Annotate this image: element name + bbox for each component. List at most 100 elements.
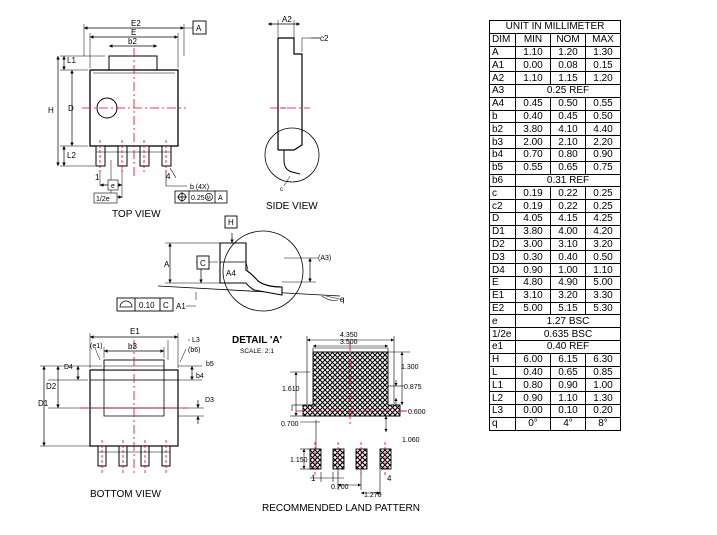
top-view-text: E2 E b2 L1 H D L2 1 4 e 1/2e b (4X) 0.25…	[48, 19, 223, 220]
tolerance-datum: A	[218, 195, 223, 202]
table-cell-nom: 0.80	[550, 147, 586, 162]
table-cell-max: 0.15	[585, 58, 621, 73]
dim-L1: L1	[67, 56, 76, 65]
table-cell-min: 6.00	[515, 352, 551, 367]
table-cell-max: 1.10	[585, 263, 621, 277]
dim-A1: A1	[176, 302, 186, 311]
table-cell-dim: D1	[489, 224, 516, 239]
table-cell-nom: 4°	[550, 416, 586, 431]
bottom-view-title: BOTTOM VIEW	[90, 489, 161, 500]
table-cell-min: 0.55	[515, 160, 551, 175]
table-cell-min: 0°	[515, 416, 551, 431]
dim-e: e	[111, 183, 115, 190]
bottom-view-centerlines	[80, 340, 188, 476]
table-cell-min: 0.90	[515, 263, 551, 277]
header-min: MIN	[515, 32, 551, 47]
table-cell-dim: b4	[489, 147, 516, 162]
table-cell-max: 1.30	[585, 391, 621, 405]
header-max: MAX	[585, 32, 621, 47]
pin-1-label: 1	[95, 173, 100, 182]
land-pad-tab	[302, 351, 401, 417]
top-view-centerlines	[82, 48, 186, 178]
table-cell-min: 4.05	[515, 211, 551, 226]
table-cell-min: 5.00	[515, 301, 551, 316]
table-cell-max: 6.30	[585, 352, 621, 367]
table-cell-dim: e1	[489, 339, 516, 354]
dim-D: D	[68, 104, 74, 113]
table-cell-max: 0.75	[585, 160, 621, 175]
table-cell-min: 0.19	[515, 199, 551, 213]
table-cell-nom: 3.10	[550, 237, 586, 252]
land-pad-3	[355, 448, 368, 470]
datum-c-label: C	[200, 259, 206, 268]
table-cell-nom: 0.22	[550, 186, 586, 201]
table-cell-dim: L2	[489, 391, 516, 405]
detail-a-title: DETAIL 'A'	[232, 335, 282, 346]
dim-half-e: 1/2e	[96, 196, 110, 203]
table-cell-min: 0.70	[515, 147, 551, 162]
land-dim-0875: 0.875	[404, 384, 422, 391]
land-dim-1610: 1.610	[282, 386, 300, 393]
table-cell-min: 0.00	[515, 58, 551, 73]
dim-D1: D1	[38, 399, 49, 408]
land-dim-0700-top: 0.700	[281, 421, 299, 428]
table-cell-dim: e	[489, 314, 516, 329]
table-cell-max: 1.00	[585, 378, 621, 393]
table-cell-min: 1.10	[515, 45, 551, 60]
bottom-view-text: E1 b3 (e1) L3 (b6) b5 b4 D4 D2 D3 D1 BOT…	[38, 327, 214, 500]
dim-q: q	[340, 295, 344, 304]
table-cell-dim: E	[489, 275, 516, 290]
table-cell-max: 8°	[585, 416, 621, 431]
table-cell-min: 0.30	[515, 250, 551, 265]
land-pattern-centerlines	[296, 342, 408, 476]
land-dim-1270: 1.270	[364, 492, 382, 499]
table-cell-min: 0.90	[515, 391, 551, 405]
table-cell-dim: A3	[489, 83, 516, 98]
table-title: UNIT IN MILLIMETER	[489, 20, 621, 34]
table-cell-max: 3.20	[585, 237, 621, 252]
land-pad-2	[332, 448, 345, 470]
datum-a-label: A	[196, 24, 202, 33]
dim-A4: A4	[226, 269, 236, 278]
table-cell-nom: 0.65	[550, 160, 586, 175]
table-cell-dim: D4	[489, 263, 516, 277]
table-cell-dim: b6	[489, 173, 516, 188]
table-cell-nom: 0.45	[550, 109, 586, 124]
table-cell-dim: E1	[489, 288, 516, 303]
land-dim-1060: 1.060	[402, 437, 420, 444]
dim-E2: E2	[131, 19, 141, 28]
flatness-datum: C	[163, 301, 169, 310]
dim-E1: E1	[130, 327, 140, 336]
table-cell-dim: q	[489, 416, 516, 431]
table-cell-max: 0.85	[585, 365, 621, 380]
table-cell-nom: 4.90	[550, 275, 586, 290]
table-cell-nom: 4.10	[550, 122, 586, 137]
dim-A: A	[164, 260, 170, 269]
table-cell-max: 0.50	[585, 109, 621, 124]
land-pad-4	[379, 448, 392, 470]
table-cell-nom: 3.20	[550, 288, 586, 303]
table-cell-max: 0.55	[585, 96, 621, 111]
table-cell-dim: A1	[489, 58, 516, 73]
dim-b3: b3	[128, 342, 137, 351]
table-cell-ref: 0.31 REF	[515, 173, 621, 188]
dim-b2: b2	[128, 37, 137, 46]
table-cell-ref: 0.635 BSC	[515, 327, 621, 341]
table-cell-max: 0.25	[585, 186, 621, 201]
top-leads	[95, 145, 172, 167]
dim-E: E	[131, 28, 136, 37]
